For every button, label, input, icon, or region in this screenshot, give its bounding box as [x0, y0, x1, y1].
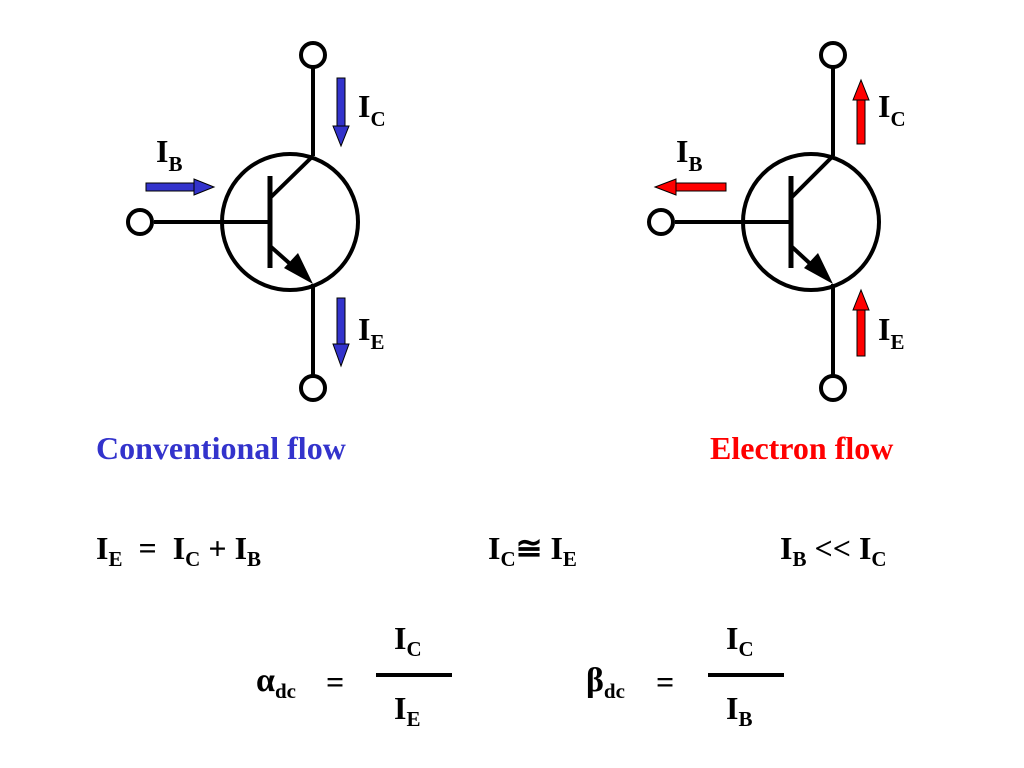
- caption-conventional-flow: Conventional flow: [96, 430, 346, 466]
- alpha-equals: =: [326, 664, 345, 700]
- emitter-arrowhead: [804, 253, 833, 284]
- collector-terminal[interactable]: [299, 41, 327, 69]
- collector-line: [789, 154, 835, 200]
- collector-current-arrow: [332, 77, 350, 148]
- beta-equals: =: [656, 664, 675, 700]
- label-ie-left: IE: [358, 311, 384, 354]
- emitter-terminal[interactable]: [819, 374, 847, 402]
- collector-line: [268, 154, 315, 200]
- beta-fraction-bar: [708, 673, 784, 677]
- emitter-current-arrow: [332, 297, 350, 368]
- alpha-dc-symbol: αdc: [256, 662, 296, 703]
- base-terminal[interactable]: [647, 208, 675, 236]
- label-ib-right: IB: [676, 133, 702, 176]
- label-ic-left: IC: [358, 88, 386, 131]
- alpha-denominator: IE: [394, 690, 421, 731]
- collector-current-arrow: [852, 78, 870, 145]
- base-current-arrow: [653, 178, 727, 196]
- emitter-terminal[interactable]: [299, 374, 327, 402]
- label-ie-right: IE: [878, 311, 904, 354]
- caption-electron-flow: Electron flow: [710, 430, 894, 466]
- alpha-numerator: IC: [394, 620, 422, 661]
- beta-numerator: IC: [726, 620, 754, 661]
- label-ic-right: IC: [878, 88, 906, 131]
- transistor-diagrams: IC IB IE: [126, 41, 906, 402]
- equation-ie-sum: IE = IC + IB: [96, 530, 262, 571]
- base-terminal[interactable]: [126, 208, 154, 236]
- transistor-right: IC IB IE: [647, 41, 906, 402]
- transistor-left: IC IB IE: [126, 41, 386, 402]
- base-current-arrow: [145, 178, 216, 196]
- emitter-current-arrow: [852, 288, 870, 357]
- emitter-arrowhead: [284, 253, 313, 284]
- collector-terminal[interactable]: [819, 41, 847, 69]
- beta-denominator: IB: [726, 690, 753, 731]
- equation-ib-much-less-ic: IB << IC: [780, 530, 887, 571]
- alpha-fraction-bar: [376, 673, 452, 677]
- beta-dc-symbol: βdc: [586, 662, 625, 703]
- label-ib-left: IB: [156, 133, 182, 176]
- equation-ic-approx-ie: IC≅ IE: [488, 530, 577, 571]
